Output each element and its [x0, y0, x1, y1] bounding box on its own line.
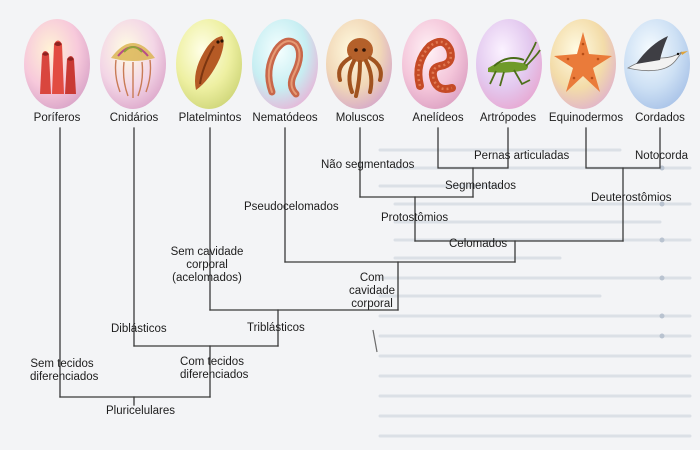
- taxon-label-cordados: Cordados: [635, 112, 685, 124]
- node-com-tecidos-diferenciados: Com tecidos diferenciados: [180, 356, 249, 381]
- roundworm-icon: [252, 19, 318, 109]
- taxon-label-poriferos: Poríferos: [33, 112, 81, 124]
- bird-icon: [624, 19, 690, 109]
- taxon-label-moluscos: Moluscos: [335, 112, 385, 124]
- sponge-icon: [24, 19, 90, 109]
- node-pluricelulares: Pluricelulares: [106, 405, 176, 417]
- ghost-bullets: [659, 165, 665, 339]
- node-pernas-articuladas: Pernas articuladas: [474, 150, 570, 162]
- pencil-mark: [372, 329, 378, 353]
- taxon-label-equinodermos: Equinodermos: [548, 112, 624, 124]
- ghost-text-lines: [378, 148, 692, 438]
- taxon-label-nematodeos: Nematódeos: [252, 112, 318, 124]
- flatworm-icon: [176, 19, 242, 109]
- taxon-label-anelideos: Anelídeos: [412, 112, 464, 124]
- taxon-label-cnidarios: Cnidários: [109, 112, 159, 124]
- earthworm-icon: [402, 19, 468, 109]
- taxa-icons-row: [0, 0, 700, 115]
- node-nao-segmentados: Não segmentados: [321, 159, 415, 171]
- node-sem-cavidade-acelomados: Sem cavidade corporal (acelomados): [170, 246, 244, 284]
- grasshopper-icon: [476, 19, 542, 109]
- jellyfish-icon: [100, 19, 166, 109]
- node-celomados: Celomados: [449, 238, 508, 250]
- node-diblasticos: Diblásticos: [111, 323, 167, 335]
- node-pseudocelomados: Pseudocelomados: [244, 201, 339, 213]
- node-sem-tecidos-diferenciados: Sem tecidos diferenciados: [30, 358, 99, 383]
- starfish-icon: [550, 19, 616, 109]
- octopus-icon: [326, 19, 392, 109]
- node-triblasticos: Triblásticos: [247, 322, 305, 334]
- taxon-label-platelmintos: Platelmintos: [178, 112, 242, 124]
- taxon-label-artropodes: Artrópodes: [479, 112, 537, 124]
- node-notocorda: Notocorda: [635, 150, 689, 162]
- node-deuterostomios: Deuterostômios: [591, 192, 672, 204]
- node-protostomios: Protostômios: [381, 212, 449, 224]
- node-com-cavidade-corporal: Com cavidade corporal: [348, 272, 396, 310]
- node-segmentados: Segmentados: [445, 180, 516, 192]
